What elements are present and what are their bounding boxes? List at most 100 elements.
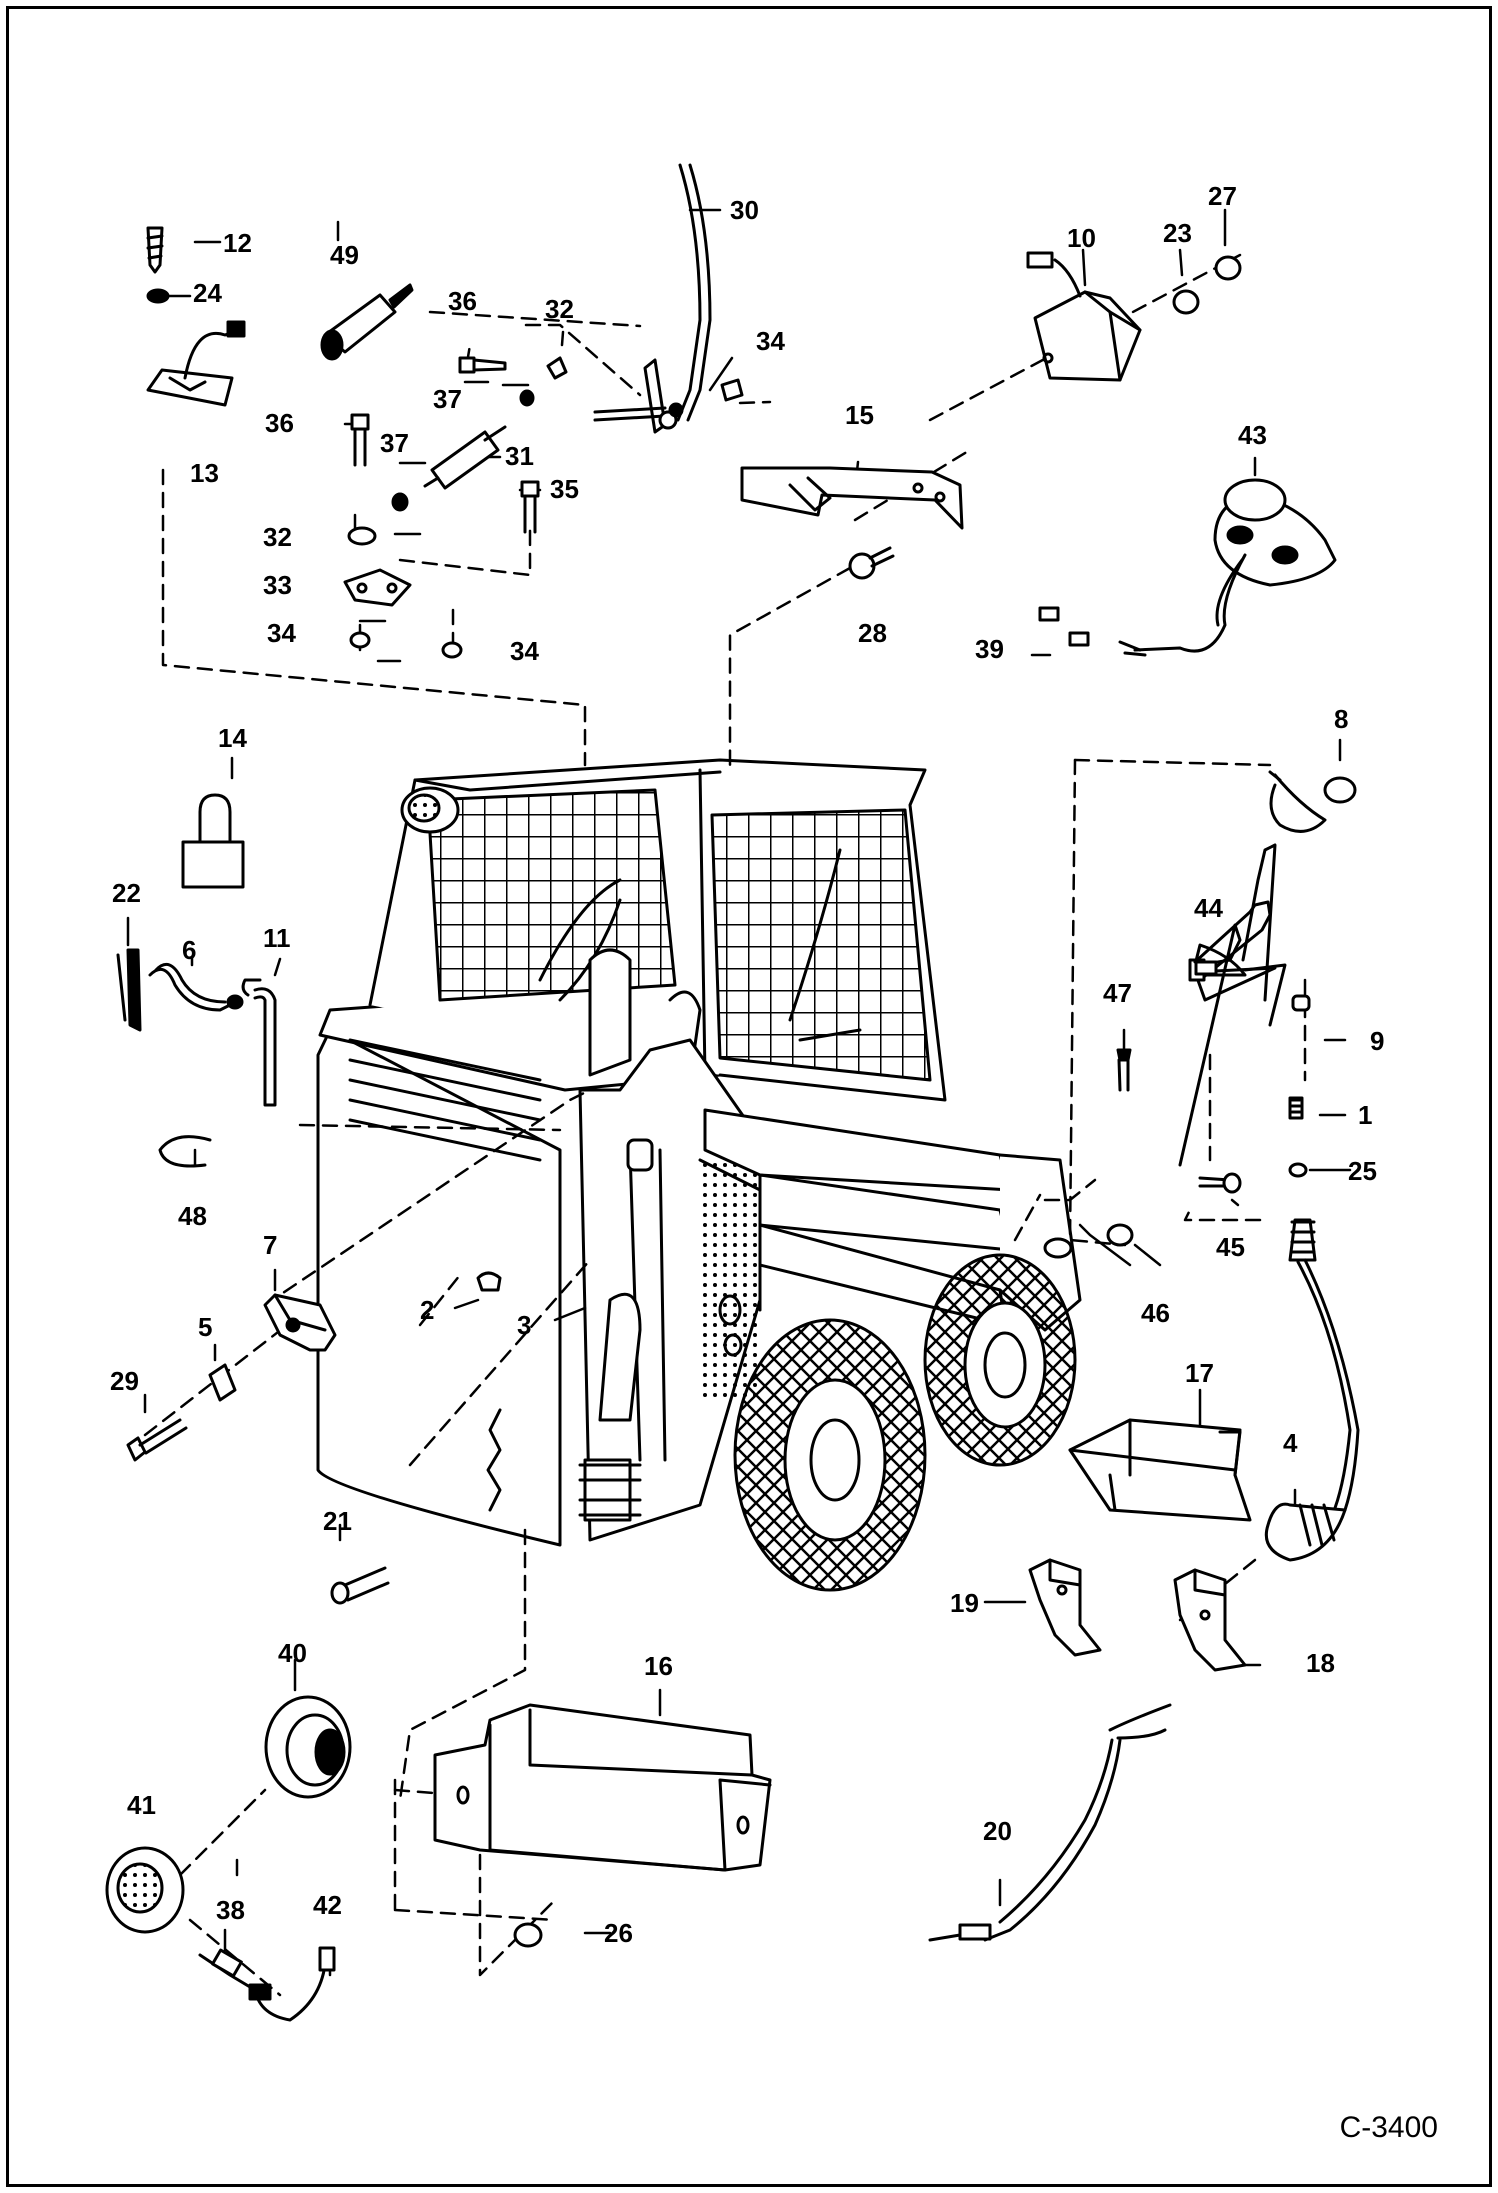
callout-46: 46 (1141, 1298, 1170, 1328)
part-41-lamp (105, 1846, 185, 1934)
part-1-switch (1288, 1096, 1304, 1120)
part-16-battery-box (433, 1703, 772, 1872)
part-48-clip (158, 1135, 212, 1168)
part-32-clip-lower (347, 526, 377, 546)
part-47-bolt (1116, 1048, 1132, 1092)
part-32-clip (546, 356, 568, 380)
callout-43: 43 (1238, 420, 1267, 450)
callout-36: 36 (448, 286, 477, 316)
callout-32: 32 (545, 294, 574, 324)
callout-18: 18 (1306, 1648, 1335, 1678)
callout-44: 44 (1194, 893, 1223, 923)
part-39-terminals (1038, 606, 1147, 657)
callout-32b: 32 (263, 522, 292, 552)
part-25-washer (1288, 1162, 1308, 1178)
part-13-dome-light (146, 320, 246, 407)
callout-26: 26 (604, 1918, 633, 1948)
callout-22: 22 (112, 878, 141, 908)
callout-23: 23 (1163, 218, 1192, 248)
callout-8: 8 (1334, 704, 1349, 734)
part-26-nut (513, 1922, 543, 1948)
assembly-lines (143, 253, 1307, 1997)
part-15-bracket (740, 466, 964, 530)
part-21-bolt (330, 1566, 390, 1605)
skid-steer-loader (316, 758, 1082, 1592)
callout-27: 27 (1208, 181, 1237, 211)
part-34-nut-b (441, 641, 463, 659)
callout-37b: 37 (380, 428, 409, 458)
part-12-screw (146, 226, 164, 274)
callout-25: 25 (1348, 1156, 1377, 1186)
cab-rear-light (400, 786, 460, 834)
callout-30: 30 (730, 195, 759, 225)
callout-24: 24 (193, 278, 222, 308)
part-31-damper (423, 425, 507, 490)
callout-12: 12 (223, 228, 252, 258)
part-8-harness (1268, 770, 1357, 833)
part-45-screw (1198, 1172, 1242, 1194)
part-43-backup-alarm (1133, 478, 1337, 653)
part-33-bracket-plate (343, 568, 412, 607)
callout-33: 33 (263, 570, 292, 600)
callout-5: 5 (198, 1312, 213, 1342)
callout-35: 35 (550, 474, 579, 504)
part-36-bolt-lower (350, 413, 370, 467)
part-2-clip (476, 1271, 502, 1292)
callout-21: 21 (323, 1506, 352, 1536)
callout-34c: 34 (510, 636, 539, 666)
callout-13: 13 (190, 458, 219, 488)
callout-16: 16 (644, 1651, 673, 1681)
part-20-harness (928, 1703, 1172, 1942)
part-34-nut-a (349, 631, 371, 649)
part-38-42-lamp-wire (198, 1946, 336, 2022)
callout-47: 47 (1103, 978, 1132, 1008)
rear-tire (733, 1318, 927, 1592)
callout-28: 28 (858, 618, 887, 648)
part-37-nut (519, 389, 535, 407)
callout-7: 7 (263, 1230, 278, 1260)
callout-31: 31 (505, 441, 534, 471)
callout-36b: 36 (265, 408, 294, 438)
part-18-bracket (1173, 1568, 1247, 1672)
callout-39: 39 (975, 634, 1004, 664)
callout-4: 4 (1283, 1428, 1298, 1458)
part-22-strip (116, 948, 142, 1032)
part-10-control-module (1026, 251, 1142, 382)
callout-37: 37 (433, 384, 462, 414)
callout-17: 17 (1185, 1358, 1214, 1388)
callout-34: 34 (756, 326, 785, 356)
part-34-nut-c (720, 378, 744, 402)
callout-6: 6 (182, 935, 197, 965)
callout-41: 41 (127, 1790, 156, 1820)
callout-40: 40 (278, 1638, 307, 1668)
drawing-frame (6, 6, 1492, 2187)
part-36-bolt (458, 356, 507, 374)
part-27-nut (1214, 255, 1242, 281)
callout-45: 45 (1216, 1232, 1245, 1262)
callout-34b: 34 (267, 618, 296, 648)
callout-49: 49 (330, 240, 359, 270)
part-6-cable (148, 962, 244, 1012)
callout-42: 42 (313, 1890, 342, 1920)
part-19-bracket (1028, 1558, 1102, 1657)
engine-grille (348, 1038, 542, 1162)
part-9-cap (1291, 994, 1311, 1012)
callout-10: 10 (1067, 223, 1096, 253)
part-30-control-lever (593, 163, 712, 434)
part-28-screw (848, 546, 895, 580)
front-tire (923, 1253, 1077, 1467)
part-17-cover (1068, 1418, 1252, 1522)
part-5-spacer (208, 1363, 237, 1402)
callout-2: 2 (420, 1295, 435, 1325)
part-46-nut-b (1106, 1223, 1134, 1247)
callout-3: 3 (517, 1310, 532, 1340)
part-40-lens-ring (264, 1695, 352, 1799)
callout-19: 19 (950, 1588, 979, 1618)
callout-9: 9 (1370, 1026, 1385, 1056)
callout-20: 20 (983, 1816, 1012, 1846)
part-49-gas-spring (320, 283, 414, 361)
figure-code: C-3400 (1339, 2111, 1438, 2144)
part-35-bolt (520, 480, 540, 534)
callout-38: 38 (216, 1895, 245, 1925)
